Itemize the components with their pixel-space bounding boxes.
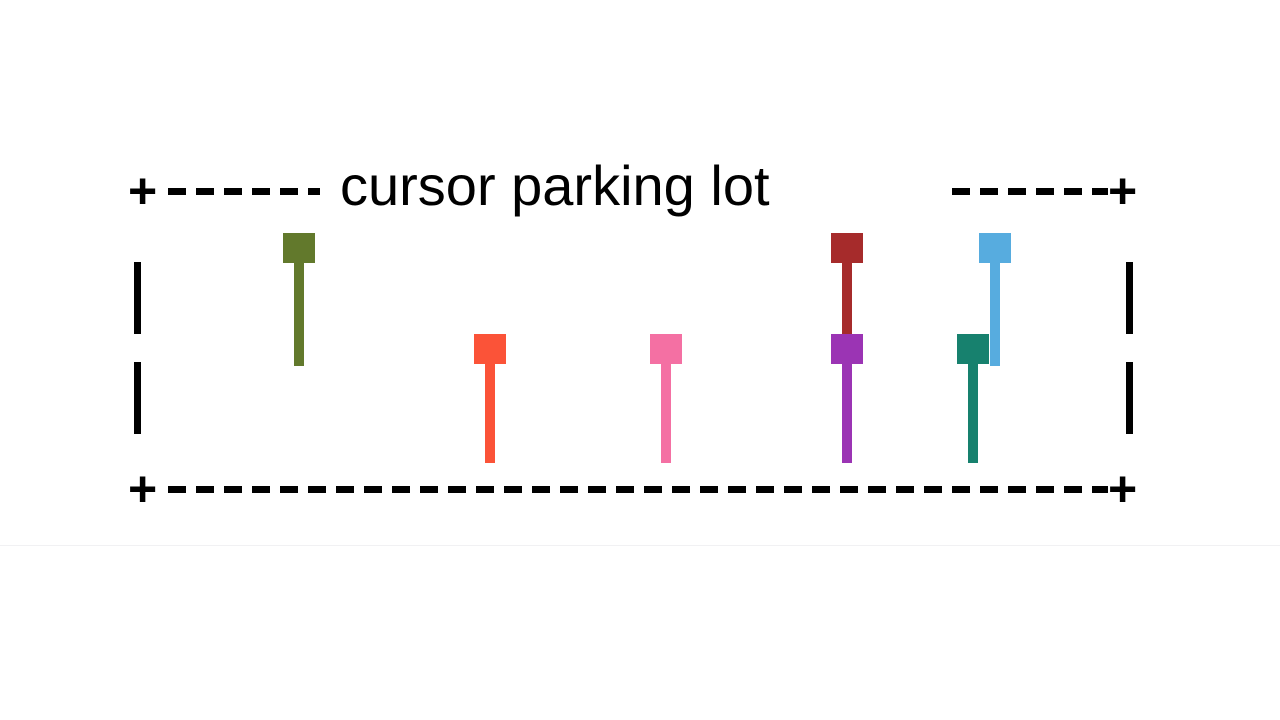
cursor-orange-red-stem (485, 362, 495, 463)
cursor-olive[interactable] (283, 233, 315, 366)
frame-pipe-right-upper (1126, 262, 1133, 334)
cursor-teal-stem (968, 362, 978, 463)
cursor-light-blue[interactable] (979, 233, 1011, 366)
cursor-teal-head (957, 334, 989, 364)
frame-corner-top-left: + (128, 163, 158, 219)
frame-dash-top-left (168, 188, 320, 195)
cursor-orange-red-head (474, 334, 506, 364)
cursor-olive-stem (294, 261, 304, 366)
frame-pipe-right-lower (1126, 362, 1133, 434)
frame-corner-top-right: + (1108, 163, 1138, 219)
cursor-pink-stem (661, 362, 671, 463)
cursor-dark-red-head (831, 233, 863, 263)
cursor-orange-red[interactable] (474, 334, 506, 463)
cursor-purple-stem (842, 362, 852, 463)
cursor-dark-red[interactable] (831, 233, 863, 366)
page-separator (0, 545, 1280, 546)
frame-dash-bottom (168, 486, 1108, 493)
cursor-light-blue-stem (990, 261, 1000, 366)
frame-corner-bottom-right: + (1108, 461, 1138, 517)
frame-dash-top-right (952, 188, 1108, 195)
cursor-pink-head (650, 334, 682, 364)
cursor-purple[interactable] (831, 334, 863, 463)
cursor-light-blue-head (979, 233, 1011, 263)
cursor-pink[interactable] (650, 334, 682, 463)
cursor-purple-head (831, 334, 863, 364)
cursor-dark-red-stem (842, 261, 852, 366)
cursor-teal[interactable] (957, 334, 989, 463)
frame-pipe-left-lower (134, 362, 141, 434)
cursor-olive-head (283, 233, 315, 263)
frame-pipe-left-upper (134, 262, 141, 334)
frame-corner-bottom-left: + (128, 461, 158, 517)
page-title: cursor parking lot (340, 154, 770, 217)
